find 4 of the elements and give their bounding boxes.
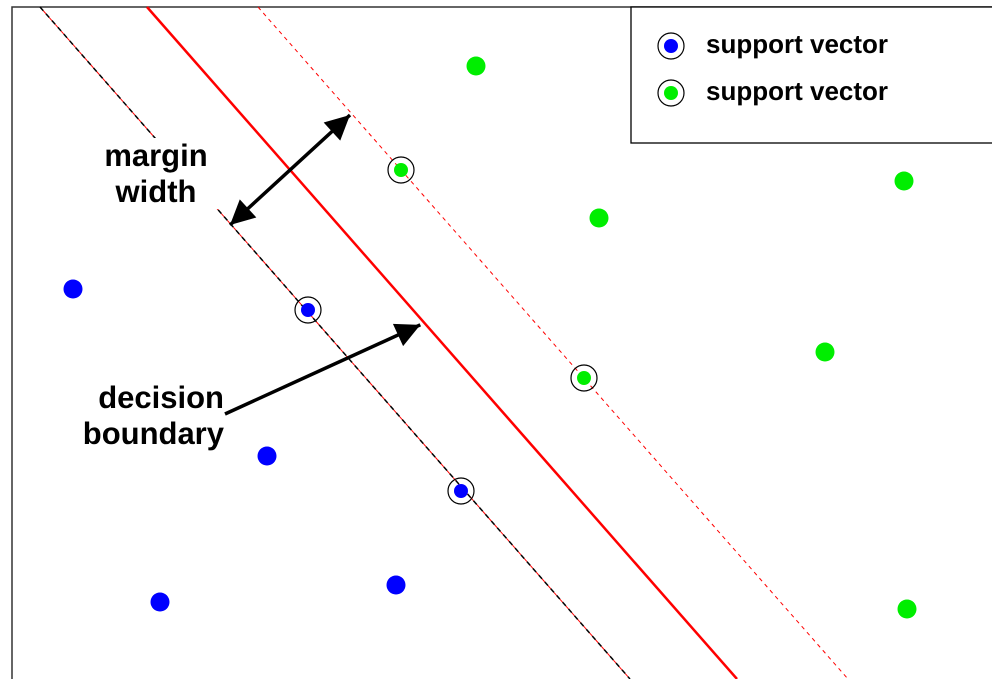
leader-arrow [224,323,422,416]
legend-label: support vector [706,77,888,107]
annotation-text: decision boundary [46,380,224,452]
legend-label: support vector [706,30,888,60]
